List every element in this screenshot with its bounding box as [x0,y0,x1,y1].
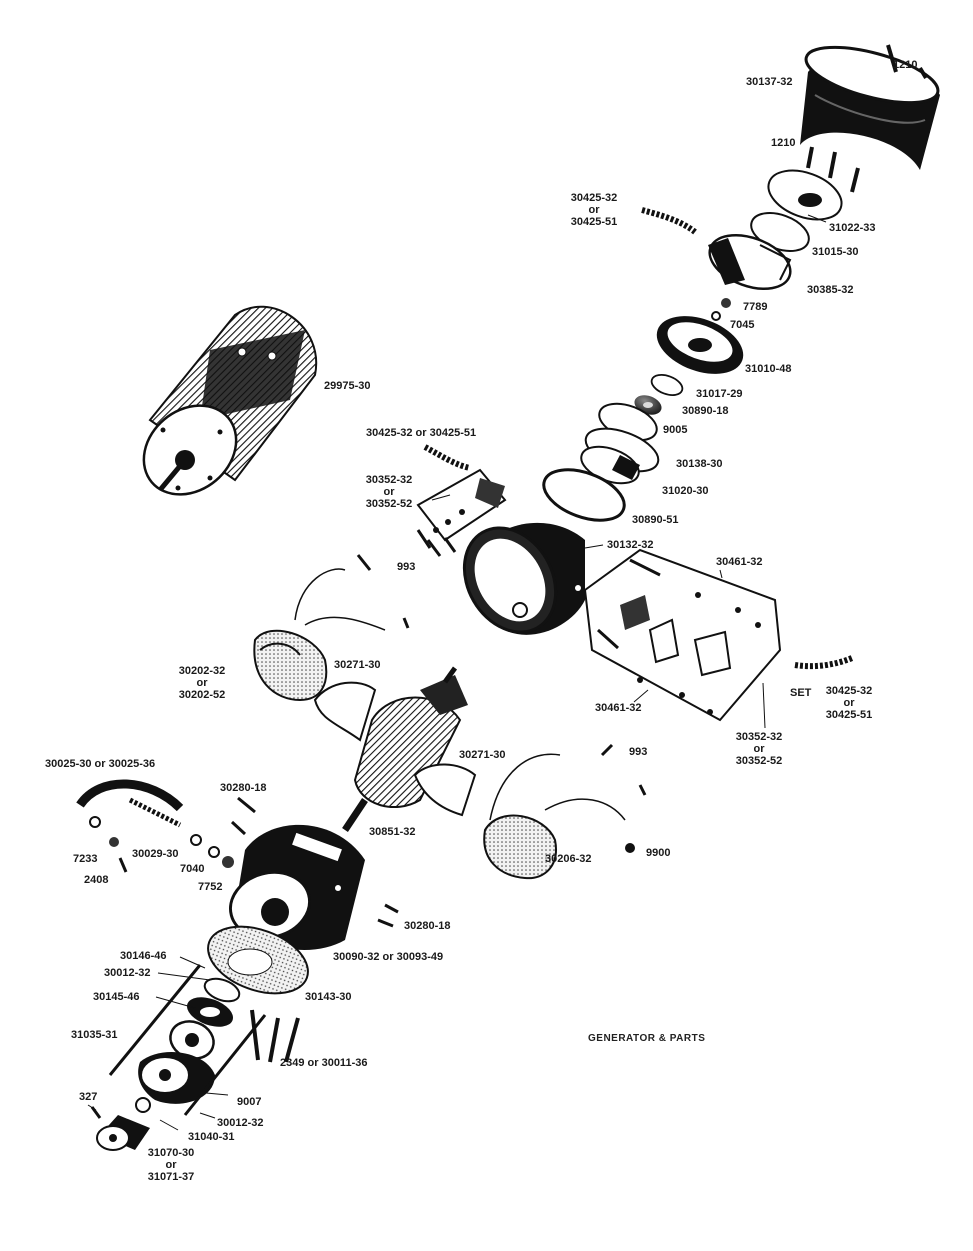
screw-1210-top [886,44,928,80]
label-31017-29: 31017-29 [696,388,743,400]
label-31035-31: 31035-31 [71,1029,118,1041]
label-2408: 2408 [84,874,109,886]
label-2349: 2349 or 30011-36 [280,1057,368,1069]
commutator-end-frame-30090-32 [228,824,365,950]
label-31015-30: 31015-30 [812,246,859,258]
label-30137-32: 30137-32 [746,76,793,88]
label-30132-32: 30132-32 [607,539,654,551]
label-9900: 9900 [646,847,671,859]
end-cover-band [800,45,940,170]
diagram-caption: GENERATOR & PARTS [588,1033,706,1044]
screw-9900 [625,843,635,853]
label-7040: 7040 [180,863,205,875]
label-30280-18-top: 30280-18 [220,782,267,794]
washer-30012-32 [203,977,241,1003]
gasket-hole [227,948,273,976]
label-29975-30: 29975-30 [324,380,371,392]
lead-30025 [76,779,184,828]
brush-holder-30385-32 [708,234,792,290]
label-30090: 30090-32 or 30093-49 [333,951,444,963]
plate-31022-33 [767,169,843,221]
brush-lead-top [641,207,697,235]
washer-7045 [711,311,721,321]
label-7789: 7789 [743,301,768,313]
label-993-right: 993 [629,746,648,758]
label-30461-32: 30461-32 [595,702,642,714]
label-7233: 7233 [73,853,98,865]
screw-993-right [600,743,647,796]
label-30206-32: 30206-32 [545,853,592,865]
label-7752: 7752 [198,881,223,893]
label-30029-30: 30029-30 [132,848,179,860]
label-327: 327 [79,1091,98,1103]
seal-30145-46 [187,997,233,1027]
small-parts-left [109,796,256,873]
label-30012-32: 30012-32 [217,1117,264,1129]
brush-lead-right [794,655,854,670]
through-bolts [108,964,300,1116]
pulley-31070-30 [96,1115,150,1151]
brush-lead-mid [423,444,471,471]
label-30025: 30025-30 or 30025-36 [45,758,156,770]
label-31040-31: 31040-31 [188,1131,235,1143]
drive-end-frame [138,1052,215,1104]
gasket-30890-51 [542,468,626,522]
label-9005: 9005 [663,424,688,436]
label-7045: 7045 [730,319,755,331]
label-30271-30-left: 30271-30 [334,659,381,671]
label-30271-30-right: 30271-30 [459,749,506,761]
leader-lines [87,214,827,1131]
screws-left [416,529,457,557]
pole-shoe-right [413,763,477,817]
assembled-generator-29975-30 [142,305,318,496]
label-30385-32: 30385-32 [807,284,854,296]
screws-1210 [806,146,860,193]
label-1210: 1210 [771,137,796,149]
label-31010-48: 31010-48 [745,363,792,375]
label-31020-30: 31020-30 [662,485,709,497]
label-31022-33: 31022-33 [829,222,876,234]
screw-993-left [356,554,410,629]
label-30851-32: 30851-32 [369,826,416,838]
label-993-left: 993 [397,561,416,573]
label-30145-46: 30145-46 [93,991,140,1003]
label-30143-30: 30143-30 [305,991,352,1003]
label-30461-32-top: 30461-32 [716,556,763,568]
label-30890-51: 30890-51 [632,514,679,526]
label-30280-18: 30280-18 [404,920,451,932]
label-30890-18: 30890-18 [682,405,729,417]
washer-31017-29 [650,374,684,396]
screws-30280-18 [377,903,399,928]
nut-7789 [721,298,731,308]
label-30012-32-top: 30012-32 [104,967,151,979]
label-30425-mid: 30425-32 or 30425-51 [366,427,477,439]
brush-plate-left [416,468,507,542]
regulator-plate-30461-32 [583,548,782,722]
label-30146-46: 30146-46 [120,950,167,962]
label-set: SET [790,687,812,699]
field-coil-left [253,568,386,702]
label-1210-top: 1210 [893,59,918,71]
frame-30132-32 [462,522,585,635]
pole-shoe-left [313,681,377,742]
label-9007: 9007 [237,1096,262,1108]
nut-31040-31 [135,1097,151,1113]
field-coil-right [483,753,626,880]
end-frame-31010-48 [656,316,744,374]
armature-30851-32 [342,666,468,832]
label-30138-30: 30138-30 [676,458,723,470]
